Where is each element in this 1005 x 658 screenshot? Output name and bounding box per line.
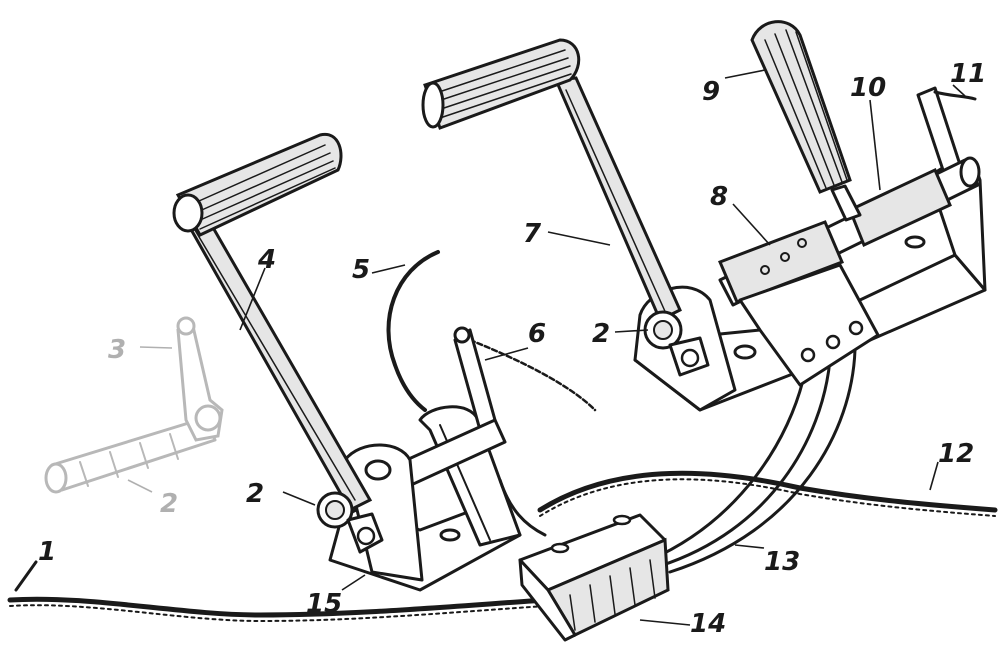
label-13: 13 [764, 547, 800, 577]
cable-12 [537, 470, 998, 517]
label-2-right: 2 [592, 319, 610, 349]
label-9: 9 [702, 77, 720, 107]
cable-1 [7, 560, 548, 622]
cable-13 [648, 348, 857, 574]
label-12: 12 [938, 439, 974, 469]
label-7: 7 [523, 219, 542, 249]
part-labels: 1 2 2 2 3 4 5 6 7 8 9 10 11 12 13 14 15 [38, 59, 986, 639]
label-2-left: 2 [246, 479, 264, 509]
label-14: 14 [690, 609, 726, 639]
label-2-spare: 2 [160, 489, 178, 519]
label-3: 3 [108, 335, 126, 365]
left-pedal-assembly [172, 132, 522, 592]
label-5: 5 [352, 255, 370, 285]
label-4: 4 [257, 245, 276, 275]
wire-5 [386, 250, 440, 412]
label-6: 6 [528, 319, 546, 349]
label-1: 1 [38, 537, 56, 567]
label-8: 8 [710, 182, 728, 212]
right-pedal-assembly [421, 20, 987, 412]
spare-axle-ghost [44, 316, 224, 494]
leader-lines [127, 69, 966, 626]
label-10: 10 [850, 73, 886, 103]
label-15: 15 [306, 589, 342, 619]
wire-6 [468, 338, 597, 412]
label-11: 11 [950, 59, 986, 89]
junction-block-14 [498, 478, 670, 642]
